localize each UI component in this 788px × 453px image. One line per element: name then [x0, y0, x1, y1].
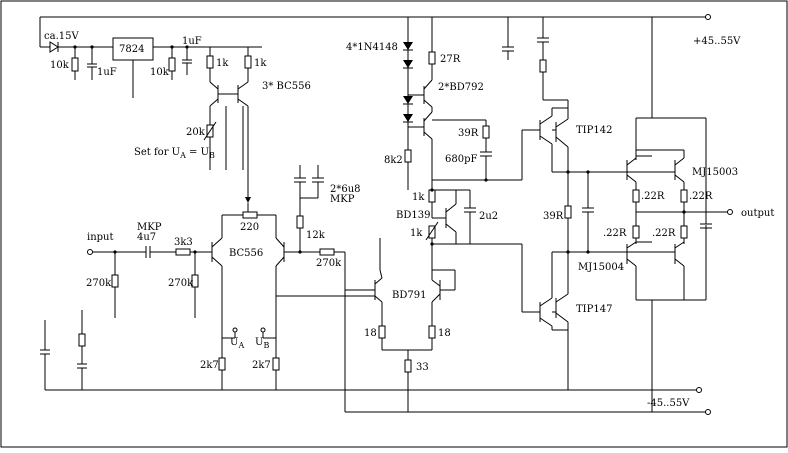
reg-r-out-label: 10k	[150, 67, 170, 78]
r27-label: 27R	[440, 54, 461, 65]
feedback-r-label: 12k	[306, 230, 326, 241]
feedback-r2-label: 270k	[316, 258, 342, 269]
output-label: output	[741, 208, 774, 219]
mirror-r2-label: 1k	[254, 58, 267, 69]
output-terminal	[727, 209, 733, 215]
input-stage	[87, 165, 346, 412]
set-note: Set for UA = UB	[134, 147, 215, 160]
positive-rail	[40, 14, 711, 20]
ca15v-label: ca.15V	[44, 31, 79, 42]
diff-pair-label: BC556	[229, 248, 263, 259]
diodes-label: 4*1N4148	[346, 42, 398, 53]
tip147-label: TIP147	[576, 304, 612, 315]
tail-trim-label: 220	[240, 222, 259, 233]
input-r-bias: 270k	[168, 278, 194, 289]
r18b-label: 18	[438, 328, 451, 339]
ub-label: UB	[255, 337, 269, 350]
reg-c-out-label: 1uF	[182, 36, 202, 47]
mj15003-label: MJ15003	[692, 167, 738, 178]
input-cap-value: 4u7	[137, 232, 156, 243]
input-cap-type: MKP	[137, 222, 162, 233]
ua-label: UA	[230, 337, 244, 350]
bd792-label: 2*BD792	[438, 82, 484, 93]
c680-label: 680pF	[445, 154, 477, 165]
current-mirror	[203, 47, 252, 203]
mirror-trim-label: 20k	[186, 127, 206, 138]
input-r-series: 3k3	[174, 237, 193, 248]
bd139-label: BD139	[396, 210, 430, 221]
fb-caps-label: 2*6u8	[330, 184, 361, 195]
ub-resistor-label: 2k7	[252, 360, 271, 371]
r39-out-label: 39R	[543, 211, 564, 222]
r18a-label: 18	[364, 328, 377, 339]
pos-supply-label: +45..55V	[693, 36, 741, 47]
tip142-label: TIP142	[576, 125, 612, 136]
fb-caps-type-label: MKP	[330, 194, 355, 205]
mirror-transistors-label: 3* BC556	[262, 81, 311, 92]
reg-r-in-label: 10k	[50, 60, 70, 71]
ground-rail	[45, 387, 702, 393]
bd791-label: BD791	[392, 290, 426, 301]
input-r-gnd: 270k	[86, 278, 112, 289]
ua-resistor-label: 2k7	[200, 360, 219, 371]
input-terminal	[87, 249, 93, 255]
r1k-b-label: 1k	[410, 228, 423, 239]
c2u2-label: 2u2	[479, 211, 498, 222]
r33-label: 33	[416, 362, 429, 373]
re2-label: .22R	[689, 191, 713, 202]
r1k-a-label: 1k	[412, 192, 425, 203]
left-caps	[40, 310, 87, 390]
vas-section	[276, 17, 549, 412]
mj15004-label: MJ15004	[578, 262, 624, 273]
input-label: input	[87, 232, 114, 243]
r39-vas-label: 39R	[458, 128, 479, 139]
reg-c-in-label: 1uF	[97, 67, 117, 78]
negative-rail	[345, 409, 711, 415]
re1-label: .22R	[641, 191, 665, 202]
re3-label: .22R	[603, 228, 627, 239]
regulator-chip-label: 7824	[119, 44, 144, 55]
output-stage	[539, 17, 733, 412]
re4-label: .22R	[652, 228, 676, 239]
regulator-section	[39, 17, 262, 98]
r8k2-label: 8k2	[384, 155, 403, 166]
neg-supply-label: -45..55V	[647, 398, 690, 409]
mirror-r1-label: 1k	[216, 58, 229, 69]
